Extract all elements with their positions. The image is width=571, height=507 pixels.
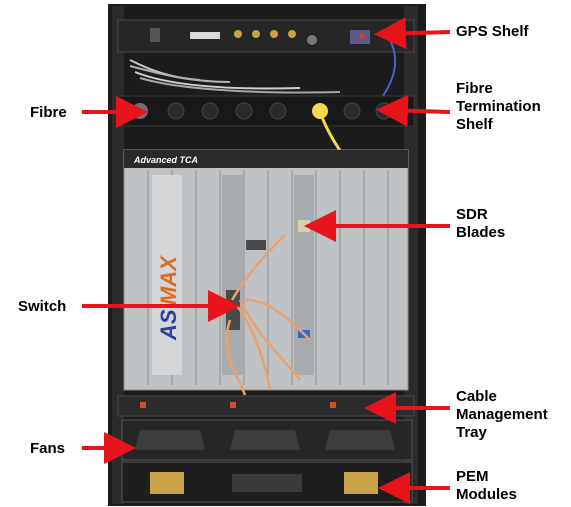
switch-blade [222, 175, 244, 375]
cable-tray-line1: Cable [456, 388, 497, 405]
fan-trays [121, 419, 413, 461]
annotation-arrows [82, 17, 451, 504]
fibre-termination-line2: Termination [456, 98, 541, 115]
pem-line2: Modules [456, 486, 517, 503]
cable-management-tray-label: Cable Management Tray [456, 388, 548, 442]
asmax-logo-orange: MAX [156, 255, 181, 305]
sdr-blade [294, 175, 314, 375]
cable-tray-line3: Tray [456, 424, 487, 441]
pem-modules-label: PEM Modules [456, 468, 517, 504]
arrow-fibre-termination [376, 94, 451, 127]
blade-slots [147, 170, 389, 385]
asmax-logo-blue: AS [156, 309, 181, 341]
pem-modules [121, 461, 413, 503]
fibre-termination-line3: Shelf [456, 116, 493, 133]
fibre-label: Fibre [30, 104, 67, 121]
pem-line1: PEM [456, 468, 489, 485]
atca-chassis: Advanced TCA AS MAX [123, 149, 409, 391]
cable-management-tray [117, 395, 415, 417]
fibre-termination-shelf [117, 95, 415, 127]
sdr-blades-line2: Blades [456, 224, 506, 241]
fibre-termination-shelf-label: Fibre Termination Shelf [456, 80, 541, 134]
gps-shelf-label: GPS Shelf [456, 23, 529, 40]
fibre-termination-line1: Fibre [456, 80, 493, 97]
cable-bundle-top [129, 39, 397, 101]
rack-rail-left [112, 6, 124, 504]
gps-shelf [117, 19, 415, 53]
sdr-blades-line1: SDR [456, 206, 488, 223]
switch-label: Switch [18, 298, 67, 315]
fans-label: Fans [30, 440, 66, 457]
cable-tray-line2: Management [456, 406, 548, 423]
orange-patch-cables [225, 234, 311, 396]
arrow-gps-shelf [374, 17, 451, 50]
asmax-panel [152, 175, 182, 375]
chassis-logo-text: Advanced TCA [133, 155, 198, 165]
sdr-blades-label: SDR Blades [456, 206, 505, 242]
